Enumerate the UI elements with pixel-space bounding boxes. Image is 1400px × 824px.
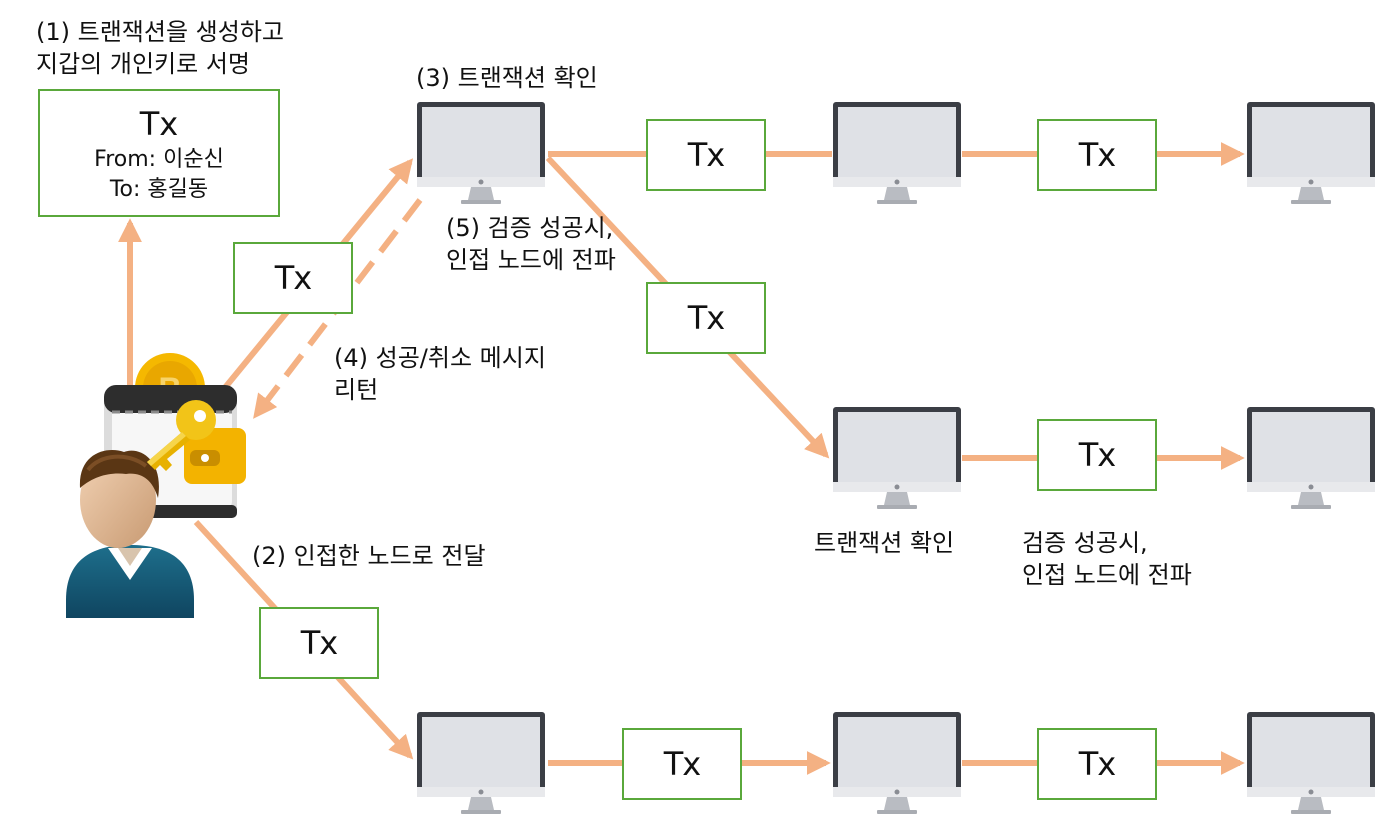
node-monitor-bottom-right [1247,712,1375,814]
propagate-label: 검증 성공시, 인접 노드에 전파 [1022,529,1192,589]
tx-box-bottom-send: Tx [259,607,379,679]
node-monitor-top-middle [833,102,961,204]
tx-label: Tx [663,745,701,783]
tx-label: Tx [1078,136,1116,174]
node-monitor-mid-middle [833,407,961,509]
signed-tx-to: To: 홍길동 [109,177,209,202]
step3-label: (3) 트랜잭션 확인 [416,64,598,92]
node-monitor-top-right [1247,102,1375,204]
user-avatar-icon [66,449,194,618]
step1-label: (1) 트랜잭션을 생성하고 지갑의 개인키로 서명 [36,18,284,78]
signed-transaction-box: Tx From: 이순신 To: 홍길동 [38,89,280,217]
tx-label: Tx [687,299,725,337]
signed-tx-from: From: 이순신 [94,147,224,172]
node-monitor-mid-right [1247,407,1375,509]
tx-label: Tx [300,624,338,662]
tx-label: Tx [1078,436,1116,474]
tx-box-row3-a: Tx [622,728,742,800]
node-monitor-bottom-middle [833,712,961,814]
tx-label: Tx [687,136,725,174]
step2-label: (2) 인접한 노드로 전달 [252,542,486,570]
step5-label: (5) 검증 성공시, 인접 노드에 전파 [446,214,616,274]
tx-box-row1-b: Tx [1037,119,1157,191]
node-monitor-bottom-left [417,712,545,814]
confirm-label: 트랜잭션 확인 [814,529,955,557]
tx-box-diagonal: Tx [646,282,766,354]
node-monitor-origin [417,102,545,204]
arrows [118,142,1245,775]
private-key-icon [147,400,216,471]
tx-box-row1-a: Tx [646,119,766,191]
tx-box-row2: Tx [1037,419,1157,491]
step4-label: (4) 성공/취소 메시지 리턴 [334,344,546,404]
tx-label: Tx [274,259,312,297]
tx-label: Tx [1078,745,1116,783]
tx-box-send: Tx [233,242,353,314]
tx-box-row3-b: Tx [1037,728,1157,800]
signed-tx-title: Tx [139,105,179,143]
